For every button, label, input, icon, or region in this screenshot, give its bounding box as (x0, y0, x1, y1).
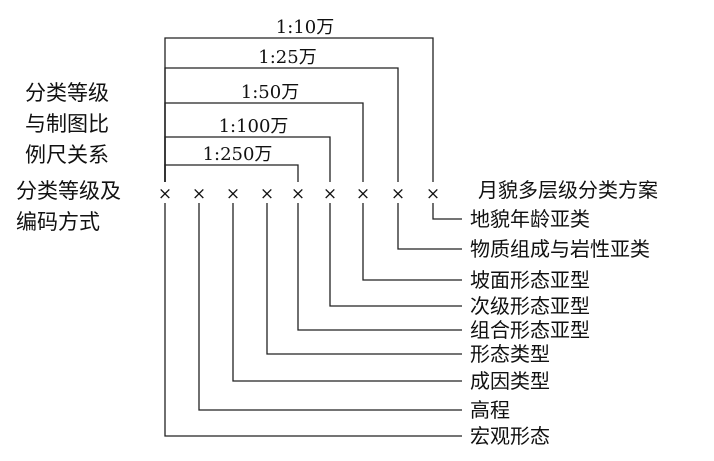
scale-label-4: 1:100万 (219, 116, 289, 137)
level-connector-3 (362, 203, 462, 281)
coding-label-line-2: 编码方式 (16, 210, 100, 234)
code-marker-9: × (426, 184, 440, 204)
code-marker-5: × (291, 184, 305, 204)
coding-label-line-1: 分类等级及 (16, 179, 121, 203)
level-connector-8 (198, 203, 462, 411)
scale-bracket-4 (164, 136, 331, 182)
level-label-9: 宏观形态 (470, 424, 550, 448)
scale-bracket-3 (164, 102, 364, 182)
left-labels: 分类等级 与制图比 例尺关系 分类等级及 编码方式 (16, 81, 121, 234)
scale-label-5: 1:250万 (203, 144, 273, 165)
scale-label-1: 1:10万 (276, 17, 334, 38)
scheme-title: 月貌多层级分类方案 (478, 178, 658, 202)
level-label-7: 成因类型 (470, 369, 550, 393)
level-connector-9 (164, 203, 462, 437)
level-label-6: 形态类型 (470, 342, 550, 366)
level-connector-7 (232, 203, 462, 382)
level-connector-4 (329, 203, 462, 307)
level-connector-1 (432, 203, 462, 220)
code-marker-6: × (323, 184, 337, 204)
level-label-5: 组合形态亚型 (470, 318, 590, 342)
scale-bracket-5 (164, 164, 299, 182)
code-marker-1: × (158, 184, 172, 204)
code-markers: × × × × × × × × × (158, 184, 440, 204)
relation-label-line-1: 分类等级 (25, 81, 109, 105)
scale-label-2: 1:25万 (258, 47, 316, 68)
scale-brackets: 1:10万 1:25万 1:50万 1:100万 1:250万 (164, 17, 434, 182)
level-label-4: 次级形态亚型 (470, 294, 590, 318)
code-marker-2: × (192, 184, 206, 204)
scale-label-3: 1:50万 (241, 82, 299, 103)
code-marker-8: × (391, 184, 405, 204)
level-connector-6 (266, 203, 462, 355)
level-connectors: 地貌年龄亚类物质组成与岩性亚类坡面形态亚型次级形态亚型组合形态亚型形态类型成因类… (164, 203, 650, 448)
code-marker-4: × (260, 184, 274, 204)
relation-label-line-2: 与制图比 (25, 112, 109, 136)
level-connector-5 (297, 203, 462, 331)
relation-label-line-3: 例尺关系 (25, 143, 109, 167)
code-marker-3: × (226, 184, 240, 204)
level-label-1: 地貌年龄亚类 (470, 207, 590, 231)
level-label-8: 高程 (470, 398, 510, 422)
level-connector-2 (397, 203, 462, 250)
level-label-2: 物质组成与岩性亚类 (470, 237, 650, 261)
level-label-3: 坡面形态亚型 (470, 268, 590, 292)
code-marker-7: × (356, 184, 370, 204)
